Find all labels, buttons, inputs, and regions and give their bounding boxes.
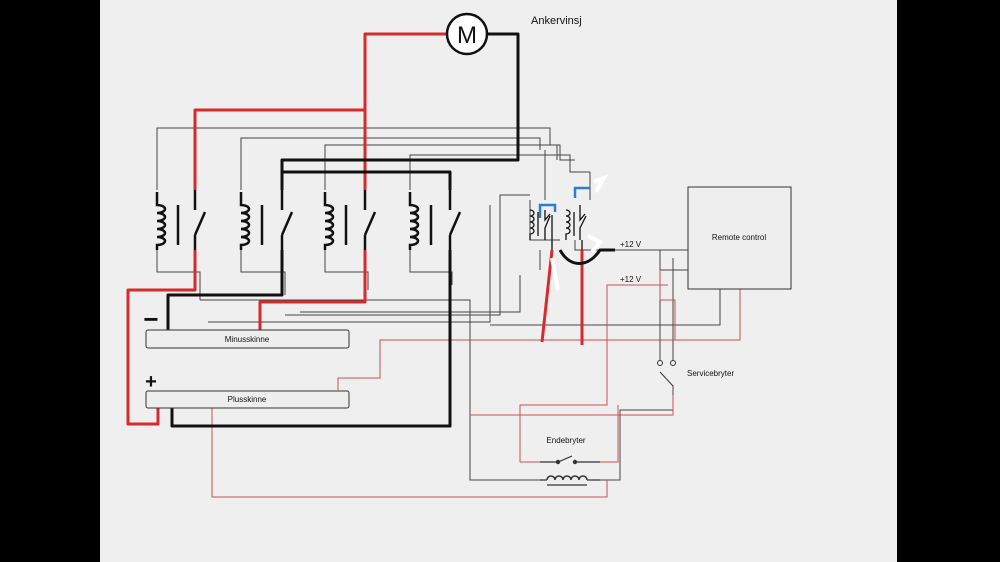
minus-bus-label: Minusskinne bbox=[225, 335, 270, 344]
relay-2 bbox=[239, 190, 294, 250]
remote-label: Remote control bbox=[712, 233, 766, 242]
small-relays bbox=[529, 205, 587, 250]
main-relays bbox=[155, 190, 462, 250]
limit-switch-label: Endebryter bbox=[546, 436, 585, 445]
motor-label: Ankervinsj bbox=[531, 15, 582, 27]
service-switch-label: Servicebryter bbox=[687, 369, 734, 378]
plus-bus-label: Plusskinne bbox=[228, 395, 267, 404]
service-switch bbox=[657, 360, 676, 387]
plus-sign: + bbox=[145, 371, 157, 393]
supply-label-2: +12 V bbox=[620, 275, 642, 284]
negative-power-wires bbox=[166, 32, 615, 428]
signal-wires-red bbox=[211, 270, 741, 498]
minus-sign: − bbox=[143, 304, 158, 334]
plus-bus: Plusskinne bbox=[145, 390, 350, 409]
anchor-winch-motor: M bbox=[445, 12, 489, 56]
signal-wires bbox=[156, 127, 721, 481]
relay-4 bbox=[408, 190, 462, 250]
small-relay-2 bbox=[565, 205, 587, 250]
small-relay-1 bbox=[529, 209, 553, 250]
positive-power-wires bbox=[126, 32, 584, 426]
minus-bus: Minusskinne bbox=[145, 329, 350, 349]
limit-switch bbox=[540, 455, 600, 486]
relay-jumpers bbox=[538, 186, 590, 218]
motor-symbol: M bbox=[457, 22, 477, 49]
supply-label-1: +12 V bbox=[620, 240, 642, 249]
erase-marks bbox=[550, 174, 609, 291]
remote-control: Remote control bbox=[687, 186, 792, 290]
relay-1 bbox=[155, 190, 207, 250]
relay-3 bbox=[323, 190, 377, 250]
